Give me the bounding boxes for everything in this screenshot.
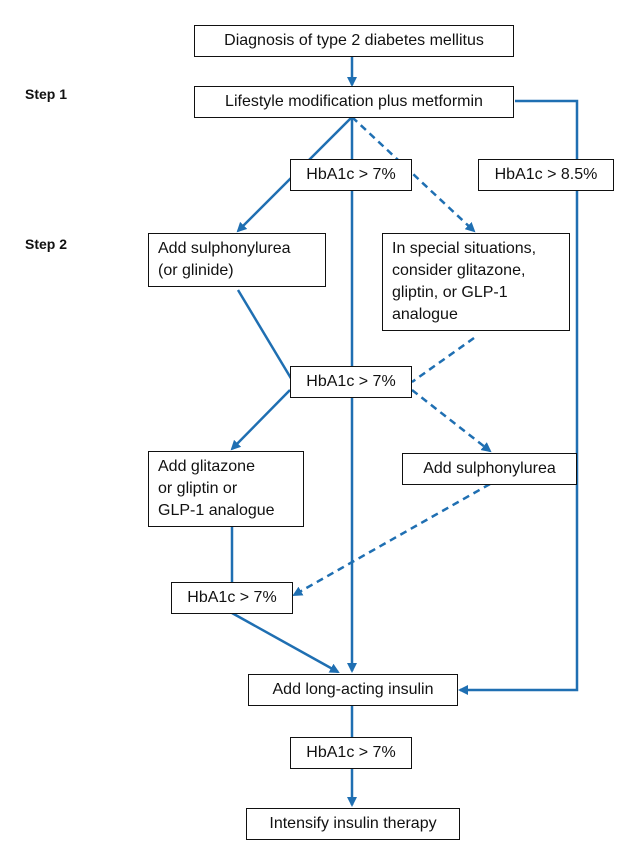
step-2-label: Step 2 — [25, 236, 68, 252]
arrow-check3-to-insulin — [231, 611, 340, 674]
line-special-to-check2 — [411, 336, 475, 384]
step-1-label: Step 1 — [25, 86, 68, 102]
hba1c-check-2-box: HbA1c > 7% — [290, 366, 412, 398]
hba1c-check-3-box: HbA1c > 7% — [171, 582, 293, 614]
add-sulphonylurea-glinide-line1: Add sulphonylurea — [158, 240, 291, 257]
add-long-acting-insulin-box: Add long-acting insulin — [248, 674, 458, 706]
line-sulphonylurea-to-check2 — [236, 289, 294, 381]
arrow-check2-to-sulph — [411, 389, 492, 453]
intensify-insulin-box: Intensify insulin therapy — [246, 808, 460, 840]
hba1c-check-1-box: HbA1c > 7% — [290, 159, 412, 191]
special-situations-line2: consider glitazone, — [392, 262, 526, 279]
hba1c-check-4-box: HbA1c > 7% — [290, 737, 412, 769]
arrow-check2-to-glitazone — [230, 389, 291, 451]
add-sulphonylurea-glinide-line2: (or glinide) — [158, 262, 234, 279]
lifestyle-metformin-box: Lifestyle modification plus metformin — [194, 86, 514, 118]
special-situations-line4: analogue — [392, 306, 458, 323]
arrow-bypass-to-insulin — [458, 99, 579, 695]
arrow-lifestyle-to-special — [351, 116, 476, 233]
add-glitazone-box: Add glitazone or gliptin or GLP-1 analog… — [148, 451, 304, 527]
arrow-sulph-to-check3 — [292, 482, 491, 597]
add-sulphonylurea-box: Add sulphonylurea — [402, 453, 577, 485]
special-situations-line1: In special situations, — [392, 240, 537, 257]
diagnosis-box: Diagnosis of type 2 diabetes mellitus — [194, 25, 514, 57]
hba1c-high-box: HbA1c > 8.5% — [478, 159, 614, 191]
add-glitazone-line2: or gliptin or — [158, 480, 238, 497]
add-glitazone-line1: Add glitazone — [158, 458, 255, 475]
add-sulphonylurea-glinide-box: Add sulphonylurea (or glinide) — [148, 233, 326, 287]
special-situations-box: In special situations, consider glitazon… — [382, 233, 570, 331]
add-glitazone-line3: GLP-1 analogue — [158, 502, 275, 519]
special-situations-line3: gliptin, or GLP-1 — [392, 284, 508, 301]
